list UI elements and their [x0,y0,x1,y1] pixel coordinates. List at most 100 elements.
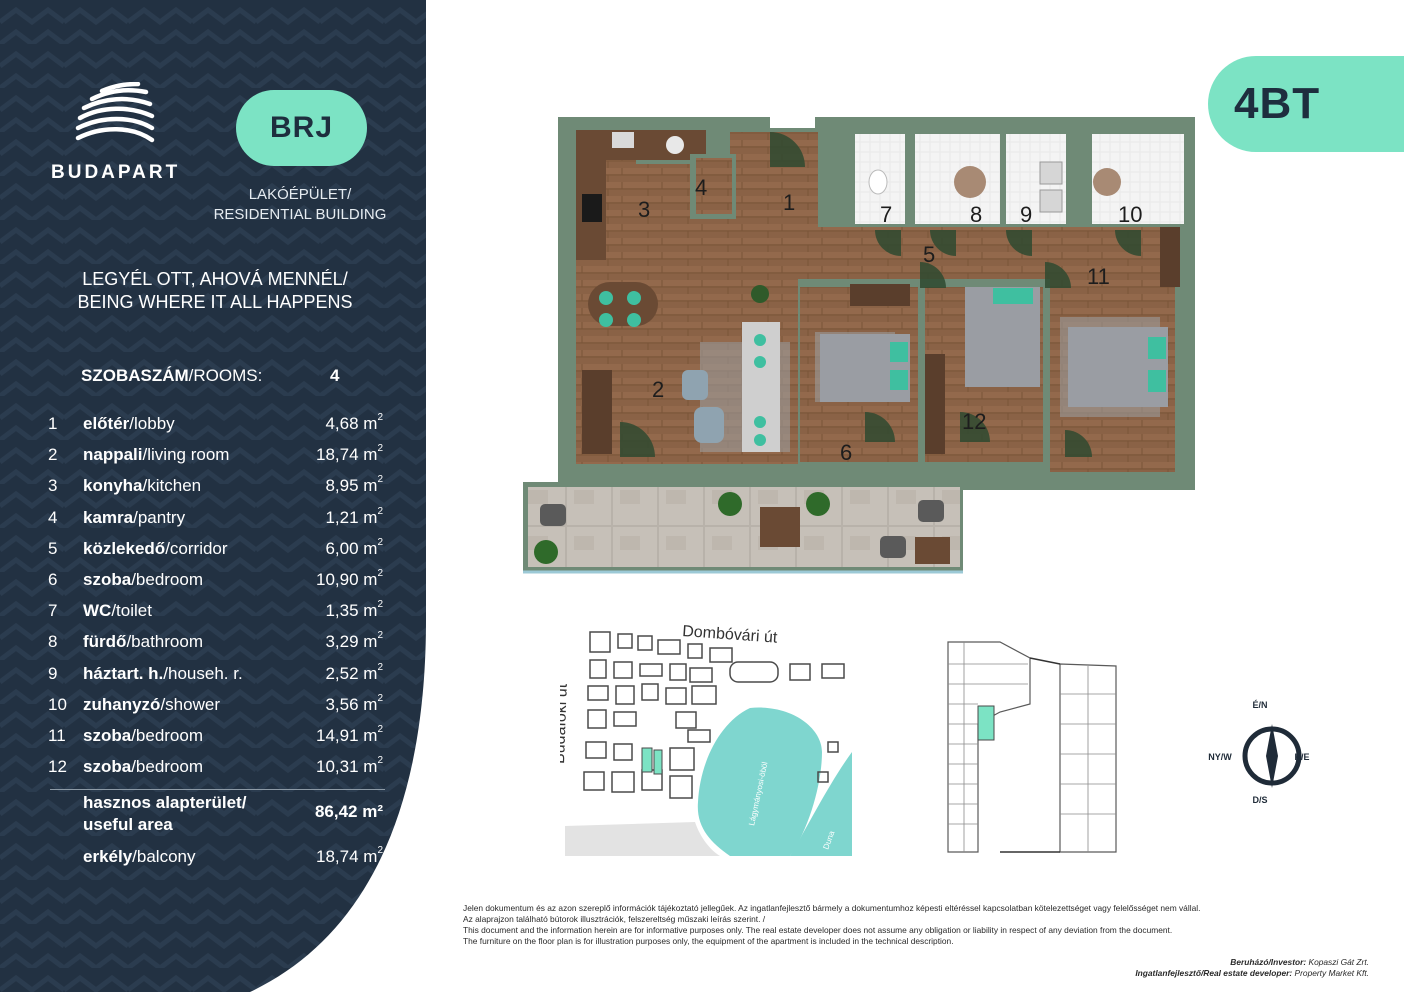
room-name: szoba/bedroom [83,570,203,590]
disclaimer: Jelen dokumentum és az azon szereplő inf… [463,903,1363,947]
balcony-plant-2 [806,492,830,516]
room-number-12: 12 [962,409,986,434]
room-name: konyha/kitchen [83,476,201,496]
coffee-table [682,370,708,400]
slogan-hu: LEGYÉL OTT, AHOVÁ MENNÉL/ [82,269,348,289]
room-area-value: 8,95 m [325,476,378,496]
sink [612,132,634,148]
unit-highlight [977,705,995,741]
room-name-hu: közlekedő [83,538,166,558]
room-number-4: 4 [695,175,707,200]
balcony-chair-1 [540,504,566,526]
room-area: 3,29 m2 [325,630,383,652]
room-name-en: /bedroom [131,726,204,745]
room-name: szoba/bedroom [83,726,203,746]
investor-info: Beruházó/Investor: Kopaszi Gát Zrt. Inga… [1135,957,1369,979]
room-name: zuhanyzó/shower [83,695,220,715]
room-name-en: /corridor [165,538,228,558]
room-name: közlekedő/corridor [83,539,228,559]
room-name: WC/toilet [83,601,152,621]
disclaimer-line-4: The furniture on the floor plan is for i… [463,936,954,946]
room-area: 8,95 m2 [325,474,383,496]
room-name: előtér/lobby [83,414,175,434]
floor-plan: 1 2 3 4 5 6 7 8 9 10 11 12 [523,117,1195,574]
land [565,822,720,856]
room-area: 3,56 m2 [325,693,383,715]
compass-rose: É/N D/S NY/W K/E [1208,700,1309,805]
room-area-value: 3,56 m [325,694,378,714]
balcony-name-en: /balcony [132,847,196,866]
room-number-2: 2 [652,377,664,402]
area-unit-sup: 2 [377,755,383,767]
toilet [868,169,888,195]
wardrobe-11 [1160,227,1180,287]
room-number-8: 8 [970,202,982,227]
area-unit-sup: 2 [377,630,383,642]
room-number: 6 [48,570,58,589]
building-type-hu: LAKÓÉPÜLET/ [248,186,352,203]
room-number: 4 [48,507,58,527]
room-area: 10,90 m2 [316,568,383,590]
room-number-9: 9 [1020,202,1032,227]
room-name-en: /pantry [133,507,186,527]
compass-south: D/S [1252,795,1267,805]
compass-west: NY/W [1208,752,1232,762]
room-row: 6 szoba/bedroom 10,90 m2 [0,568,426,598]
area-unit-sup: 2 [377,568,383,579]
rooms-label-rest: /ROOMS: [188,366,263,385]
building-type-en: RESIDENTIAL BUILDING [213,206,387,223]
rooms-label-bold: SZOBASZÁM [81,366,189,385]
room-area: 2,52 m2 [325,662,383,684]
room-name-en: /living room [142,445,230,465]
developer-value: Property Market Kft. [1292,968,1369,978]
area-unit-sup: 2 [377,412,383,423]
dryer [1039,189,1063,213]
room-number-7: 7 [880,202,892,227]
room-area: 1,21 m2 [325,506,383,528]
room-name: kamra/pantry [83,508,185,528]
site-highlight [641,747,653,773]
room-name-hu: WC [83,601,112,621]
site-highlight-2 [653,749,663,775]
street-top-label: Dombóvári út [682,623,779,647]
slogan: LEGYÉL OTT, AHOVÁ MENNÉL/ BEING WHERE IT… [30,268,400,314]
disclaimer-line-2: Az alaprajzon található bútorok illusztr… [463,914,766,924]
room-area-value: 2,52 m [325,663,378,683]
room-area-value: 1,35 m [325,601,378,621]
room-number: 8 [48,632,58,652]
room-area-value: 14,91 m [316,726,378,745]
site-map: Dombóvári út Budafoki út Lágymányosi-öbö… [560,612,852,856]
door-swings [620,132,1141,457]
balcony-chair-3 [880,536,906,558]
room-name-hu: szoba [83,570,132,589]
room-name-hu: szoba [83,726,132,745]
panel-curve [250,620,426,992]
room-area: 14,91 m2 [316,724,383,746]
rooms-label: SZOBASZÁM/ROOMS: [81,366,262,386]
room-name: szoba/bedroom [83,757,203,777]
sideboard [582,370,612,454]
room-name-en: /househ. r. [163,663,243,683]
room-number: 5 [48,538,58,558]
area-unit-sup: 2 [377,724,383,735]
shower-rug [1093,168,1121,196]
useful-area-label-hu: hasznos alapterület/ [83,793,247,812]
room-name-hu: szoba [83,757,132,777]
room-number-6: 6 [840,440,852,465]
room-name-en: /kitchen [142,476,202,496]
street-left-label: Budafoki út [560,683,571,764]
room-area-value: 3,29 m [325,632,378,652]
room-row: 4 kamra/pantry 1,21 m2 [0,506,426,536]
room-name-hu: zuhanyzó [83,694,161,714]
pantry-floor [696,158,732,214]
room-number-5: 5 [923,242,935,267]
plant [751,285,769,303]
room-area: 18,74 m2 [316,443,383,465]
oven [582,194,602,222]
